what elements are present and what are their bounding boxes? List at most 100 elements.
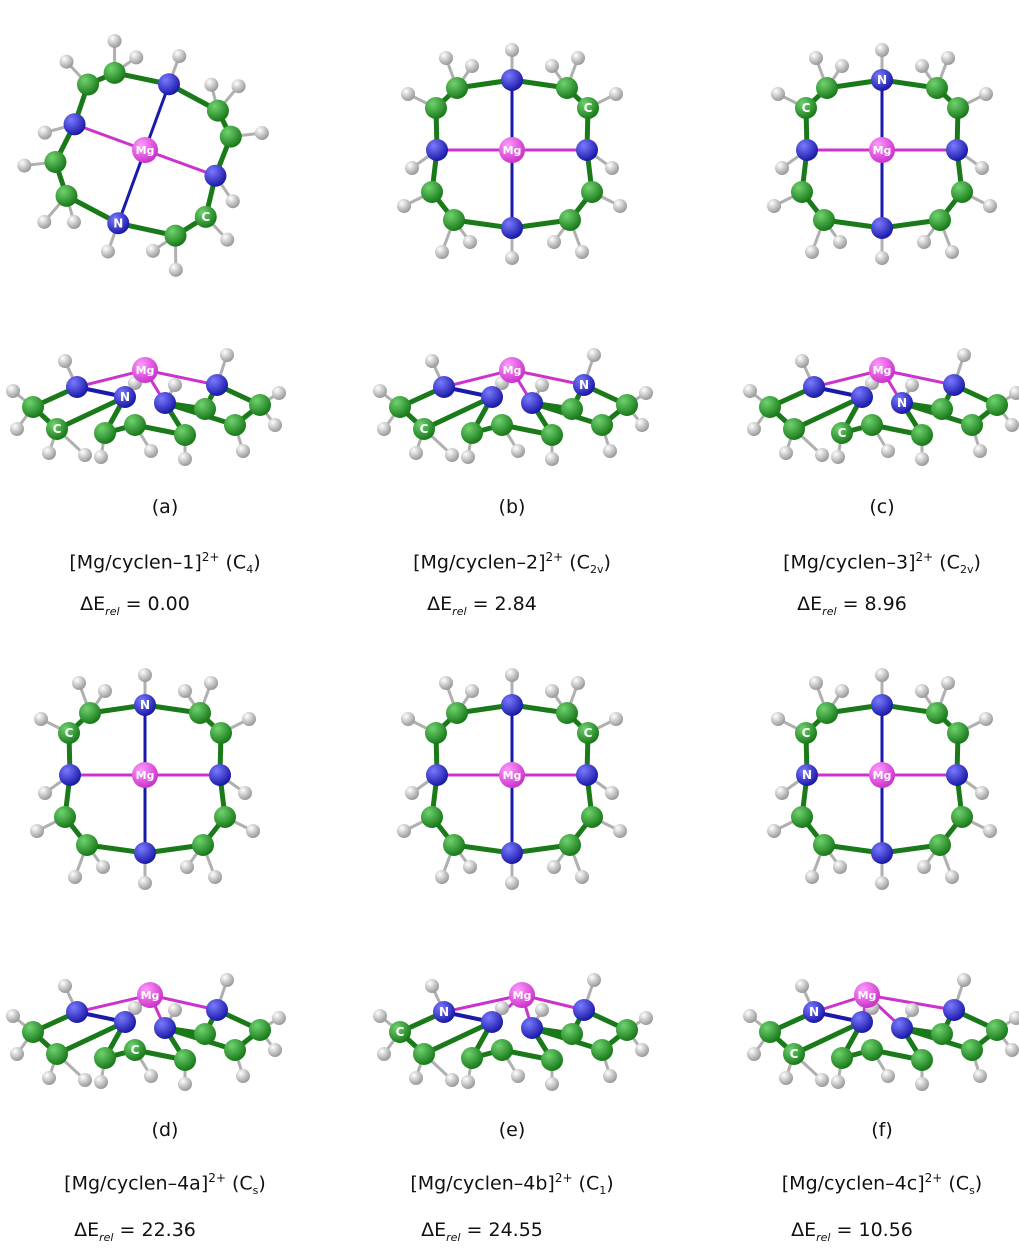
hydrogen-atom	[138, 668, 152, 682]
carbon-atom	[759, 1021, 781, 1043]
atom-label: Mg	[873, 769, 892, 782]
bond	[442, 993, 524, 1014]
hydrogen-atom	[743, 384, 757, 398]
hydrogen-atom	[58, 979, 72, 993]
relative-energy: ΔErel = 22.36	[74, 1219, 196, 1244]
carbon-atom	[581, 181, 603, 203]
carbon-atom	[389, 396, 411, 418]
nitrogen-atom	[521, 392, 543, 414]
hydrogen-atom	[463, 235, 477, 249]
nitrogen-atom	[134, 694, 156, 716]
magnesium-atom	[869, 762, 895, 788]
hydrogen-atom	[875, 668, 889, 682]
nitrogen-atom	[576, 764, 598, 786]
carbon-atom	[446, 77, 468, 99]
hydrogen-atom	[42, 1071, 56, 1085]
hydrogen-atom	[72, 676, 86, 690]
hydrogen-atom	[973, 444, 987, 458]
carbon-atom	[491, 1039, 513, 1061]
nitrogen-atom	[803, 1001, 825, 1023]
hydrogen-atom	[10, 422, 24, 436]
nitrogen-atom	[891, 1017, 913, 1039]
nitrogen-atom	[107, 212, 130, 235]
carbon-atom	[911, 424, 933, 446]
carbon-atom	[541, 1049, 563, 1071]
hydrogen-atom	[587, 348, 601, 362]
carbon-atom	[816, 702, 838, 724]
carbon-atom	[577, 97, 599, 119]
nitrogen-atom	[154, 392, 176, 414]
hydrogen-atom	[747, 422, 761, 436]
nitrogen-atom	[433, 376, 455, 398]
nitrogen-atom	[501, 694, 523, 716]
hydrogen-atom	[833, 860, 847, 874]
panel-label: (c)	[869, 496, 895, 518]
atom-label: Mg	[503, 769, 522, 782]
panel-label: (f)	[871, 1119, 893, 1141]
carbon-atom	[22, 396, 44, 418]
atom-label: N	[439, 1005, 449, 1019]
nitrogen-atom	[59, 764, 81, 786]
magnesium-atom	[132, 357, 158, 383]
atom-label: Mg	[136, 364, 155, 377]
carbon-atom	[813, 209, 835, 231]
hydrogen-atom	[34, 712, 48, 726]
nitrogen-atom	[63, 113, 86, 136]
nitrogen-atom	[154, 1017, 176, 1039]
hydrogen-atom	[98, 684, 112, 698]
bond	[421, 394, 495, 432]
carbon-atom	[926, 702, 948, 724]
hydrogen-atom	[445, 1073, 459, 1087]
magnesium-atom	[137, 982, 163, 1008]
hydrogen-atom	[100, 244, 115, 259]
carbon-atom	[559, 209, 581, 231]
hydrogen-atom	[66, 215, 81, 230]
hydrogen-atom	[439, 51, 453, 65]
hydrogen-atom	[915, 452, 929, 466]
carbon-atom	[861, 414, 883, 436]
atom-label: C	[396, 1025, 405, 1039]
structure-name: [Mg/cyclen–1]2+ (C4)	[69, 550, 261, 577]
relative-energy: ΔErel = 10.56	[791, 1219, 913, 1244]
hydrogen-atom	[983, 199, 997, 213]
carbon-atom	[791, 181, 813, 203]
hydrogen-atom	[815, 448, 829, 462]
structure-name: [Mg/cyclen–3]2+ (C2v)	[783, 550, 981, 577]
nitrogen-atom	[66, 376, 88, 398]
nitrogen-atom	[433, 1001, 455, 1023]
atom-label: Mg	[136, 144, 155, 157]
magnesium-atom	[869, 357, 895, 383]
nitrogen-atom	[803, 376, 825, 398]
carbon-atom	[561, 398, 583, 420]
hydrogen-atom	[180, 860, 194, 874]
hydrogen-atom	[268, 418, 282, 432]
atom-label: Mg	[503, 364, 522, 377]
carbon-atom	[591, 1039, 613, 1061]
hydrogen-atom	[639, 386, 653, 400]
hydrogen-atom	[809, 676, 823, 690]
hydrogen-atom	[505, 668, 519, 682]
atom-label: N	[113, 216, 123, 230]
hydrogen-atom	[639, 1011, 653, 1025]
carbon-atom	[189, 702, 211, 724]
hydrogen-atom	[373, 384, 387, 398]
hydrogen-atom	[915, 1077, 929, 1091]
hydrogen-atom	[405, 161, 419, 175]
magnesium-atom	[869, 137, 895, 163]
hydrogen-atom	[68, 870, 82, 884]
carbon-atom	[425, 97, 447, 119]
hydrogen-atom	[511, 1069, 525, 1083]
carbon-atom	[174, 424, 196, 446]
hydrogen-atom	[511, 444, 525, 458]
hydrogen-atom	[767, 824, 781, 838]
carbon-atom	[22, 1021, 44, 1043]
atom-label: Mg	[503, 144, 522, 157]
hydrogen-atom	[495, 1001, 509, 1015]
carbon-atom	[791, 806, 813, 828]
top-view: CMg	[397, 43, 627, 265]
hydrogen-atom	[401, 712, 415, 726]
hydrogen-atom	[605, 786, 619, 800]
structure-name: [Mg/cyclen–2]2+ (C2v)	[413, 550, 611, 577]
side-view: CMg	[6, 973, 286, 1091]
